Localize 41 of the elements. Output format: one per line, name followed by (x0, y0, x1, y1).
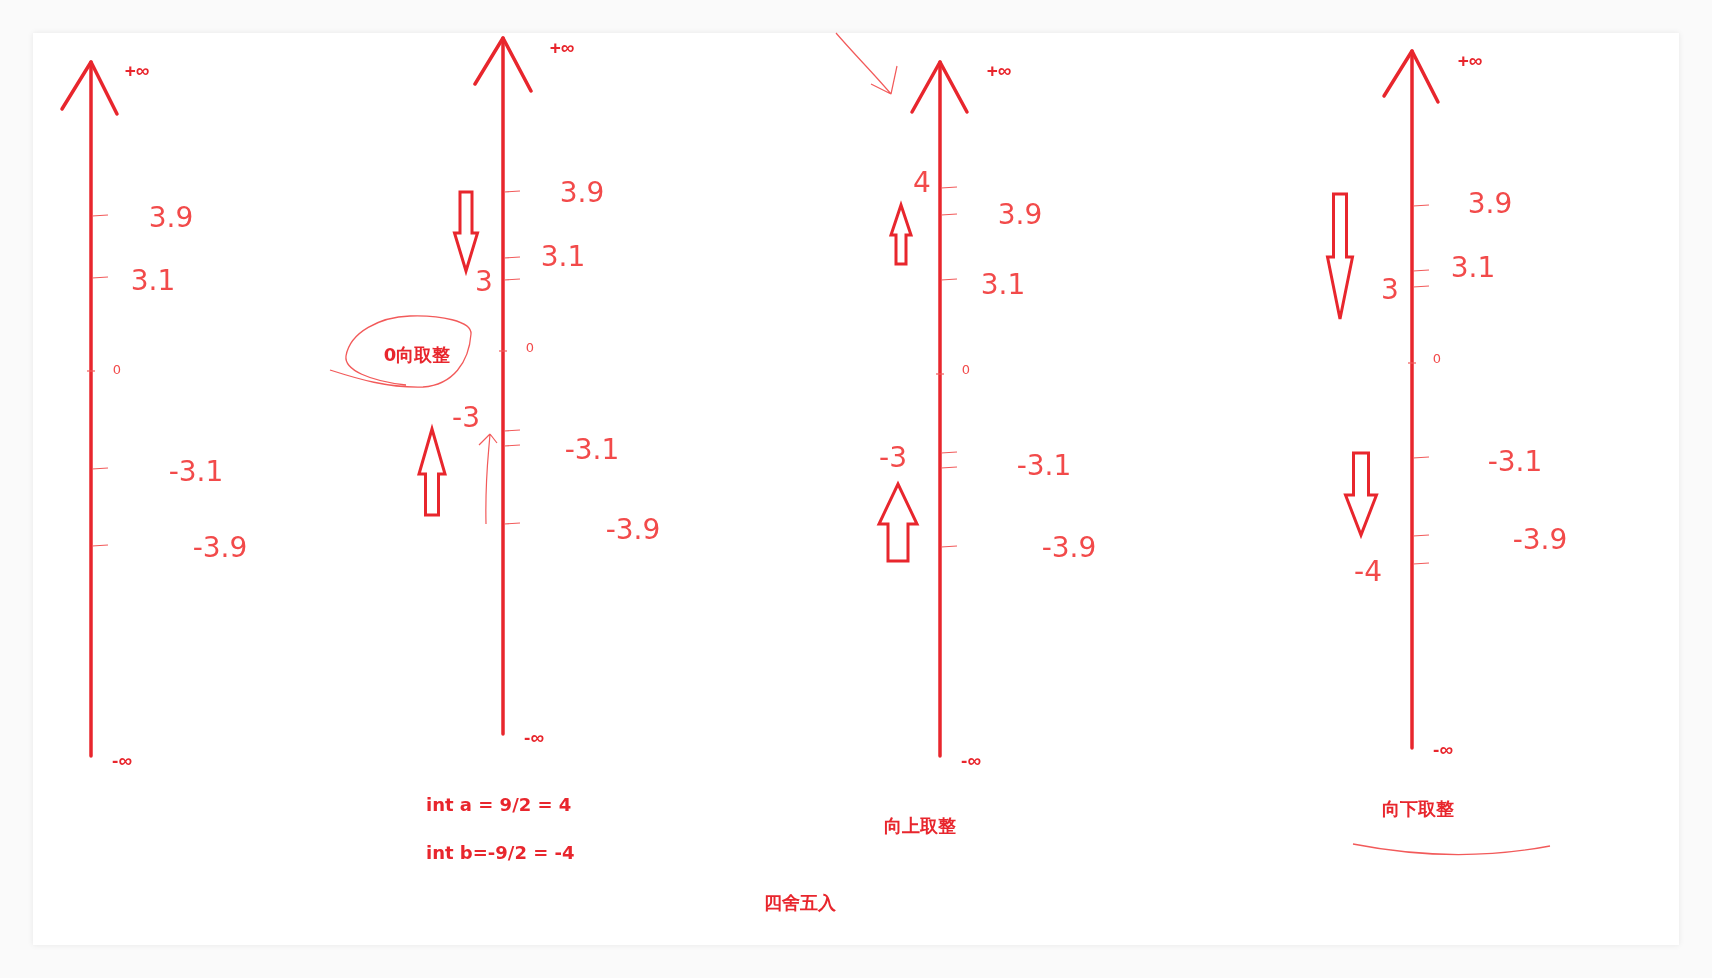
caption-text: 向上取整 (884, 816, 956, 836)
axis-end-label: +∞ (986, 60, 1012, 82)
handwritten-number: 3 (1381, 274, 1399, 306)
axis-end-label: +∞ (1457, 50, 1483, 72)
note-text: 0向取整 (383, 345, 451, 365)
handwritten-number: 3 (475, 266, 493, 298)
handwritten-number: -3.1 (1487, 446, 1543, 478)
handwritten-number: -3.1 (1016, 450, 1072, 482)
handwritten-number: -3.9 (1041, 532, 1097, 564)
circled-note (328, 312, 475, 390)
handwritten-number: 3.9 (997, 199, 1043, 231)
handwritten-number: -3.9 (192, 532, 248, 564)
axis-end-label: +∞ (124, 60, 150, 82)
handwritten-number: 3.1 (1450, 252, 1496, 284)
handwritten-number: -3.9 (605, 514, 661, 546)
axis-end-label: -∞ (1433, 739, 1453, 761)
caption-text: 四舍五入 (764, 893, 836, 913)
handwritten-number: 0 (961, 362, 971, 378)
handwritten-number: -3.1 (564, 434, 620, 466)
handwritten-number: -3.1 (168, 456, 224, 488)
handwritten-number: 3.1 (980, 269, 1026, 301)
axis-end-label: -∞ (961, 750, 981, 772)
handwritten-number: -3.9 (1512, 524, 1568, 556)
axis-end-label: +∞ (549, 37, 575, 59)
code-line: int a = 9/2 = 4 (426, 795, 572, 815)
handwritten-number: 0 (525, 340, 535, 356)
handwritten-number: 0 (112, 362, 122, 378)
handwritten-number: -3 (879, 442, 907, 474)
axis-end-label: -∞ (112, 750, 132, 772)
code-line: int b=-9/2 = -4 (426, 843, 575, 863)
handwritten-number: -4 (1354, 556, 1382, 588)
handwritten-number: 3.9 (1467, 188, 1513, 220)
handwritten-number: 3.1 (540, 241, 586, 273)
handwritten-number: 3.9 (148, 202, 194, 234)
handwritten-number: 4 (913, 167, 931, 199)
caption-text: 向下取整 (1382, 799, 1454, 819)
handwritten-number: 3.9 (559, 177, 605, 209)
axis-end-label: -∞ (524, 727, 544, 749)
handwritten-number: 3.1 (130, 265, 176, 297)
handwritten-number: 0 (1432, 351, 1442, 367)
handwritten-number: -3 (452, 402, 480, 434)
